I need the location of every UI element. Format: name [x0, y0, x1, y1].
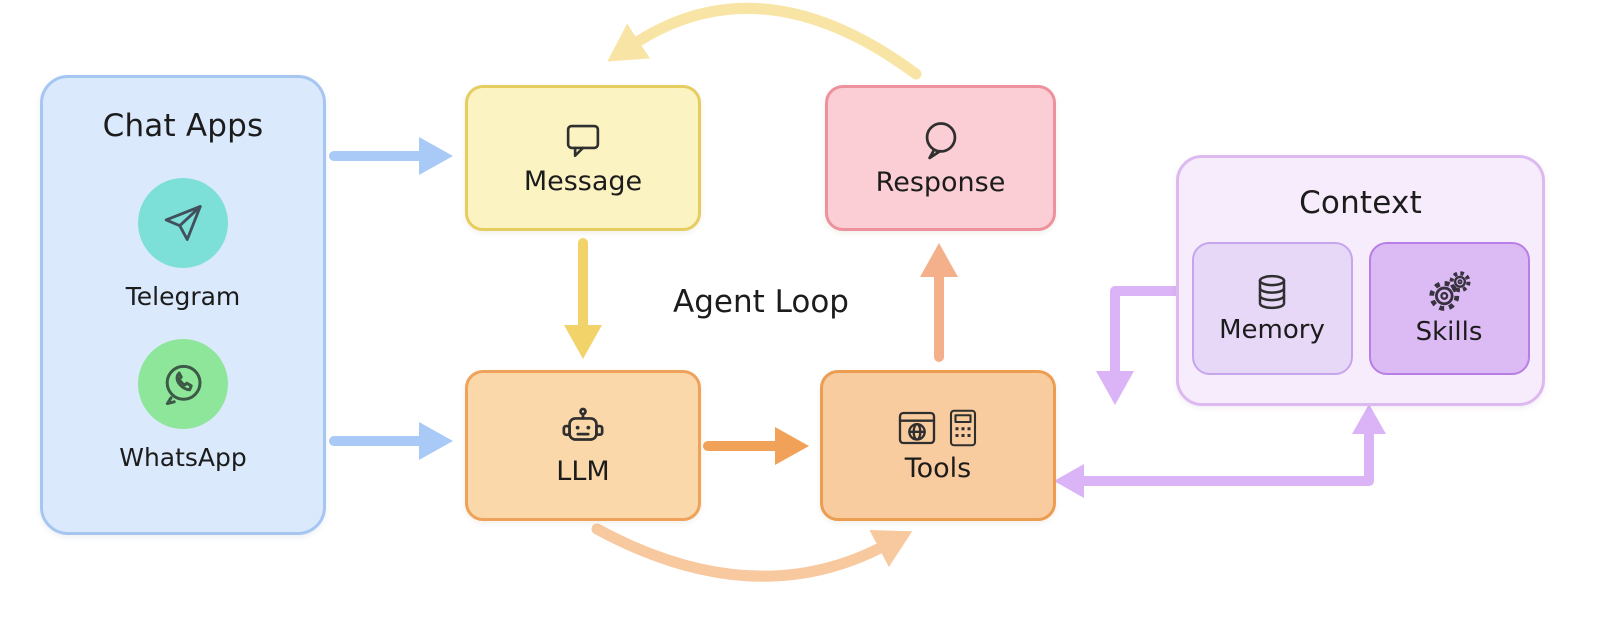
calculator-icon [949, 409, 976, 446]
telegram-circle [138, 178, 228, 268]
tools-node: Tools [820, 370, 1056, 521]
context-group: Context Memory [1176, 155, 1545, 406]
telegram-paper-plane-icon [164, 205, 202, 241]
arrow-context-to-tools [1096, 286, 1181, 405]
memory-label: Memory [1219, 315, 1325, 345]
context-row: Memory Skills [1191, 242, 1530, 375]
llm-label: LLM [556, 455, 610, 487]
database-icon [1258, 274, 1286, 310]
agent-loop-title: Agent Loop [673, 284, 849, 320]
skills-node: Skills [1368, 242, 1530, 375]
whatsapp-icon [165, 364, 202, 406]
arrow-llm-to-tools-loop [591, 523, 913, 582]
message-node: Message [465, 85, 701, 231]
arrow-tools-context-connector [1077, 425, 1374, 486]
llm-node: LLM [465, 370, 701, 521]
response-label: Response [875, 167, 1006, 198]
context-title: Context [1299, 185, 1422, 221]
message-label: Message [523, 166, 643, 197]
whatsapp-circle [138, 339, 228, 429]
gears-icon [1429, 271, 1471, 311]
whatsapp-label: WhatsApp [119, 443, 247, 472]
robot-icon [562, 407, 604, 441]
chat-apps-group: Chat Apps Telegram WhatsApp [40, 75, 326, 535]
memory-node: Memory [1191, 242, 1353, 375]
tools-icons [896, 408, 981, 448]
telegram-label: Telegram [125, 282, 241, 311]
arrow-response-to-message-loop [607, 2, 922, 80]
response-node: Response [825, 85, 1056, 231]
speech-bubble-round-icon [925, 122, 956, 160]
skills-label: Skills [1415, 317, 1483, 347]
tools-label: Tools [904, 452, 972, 484]
browser-globe-icon [898, 411, 935, 444]
chat-apps-title: Chat Apps [102, 108, 264, 144]
arrowhead-context-up [1352, 404, 1386, 434]
arrowhead-tools-left [1054, 464, 1084, 498]
speech-bubble-square-icon [566, 124, 600, 158]
